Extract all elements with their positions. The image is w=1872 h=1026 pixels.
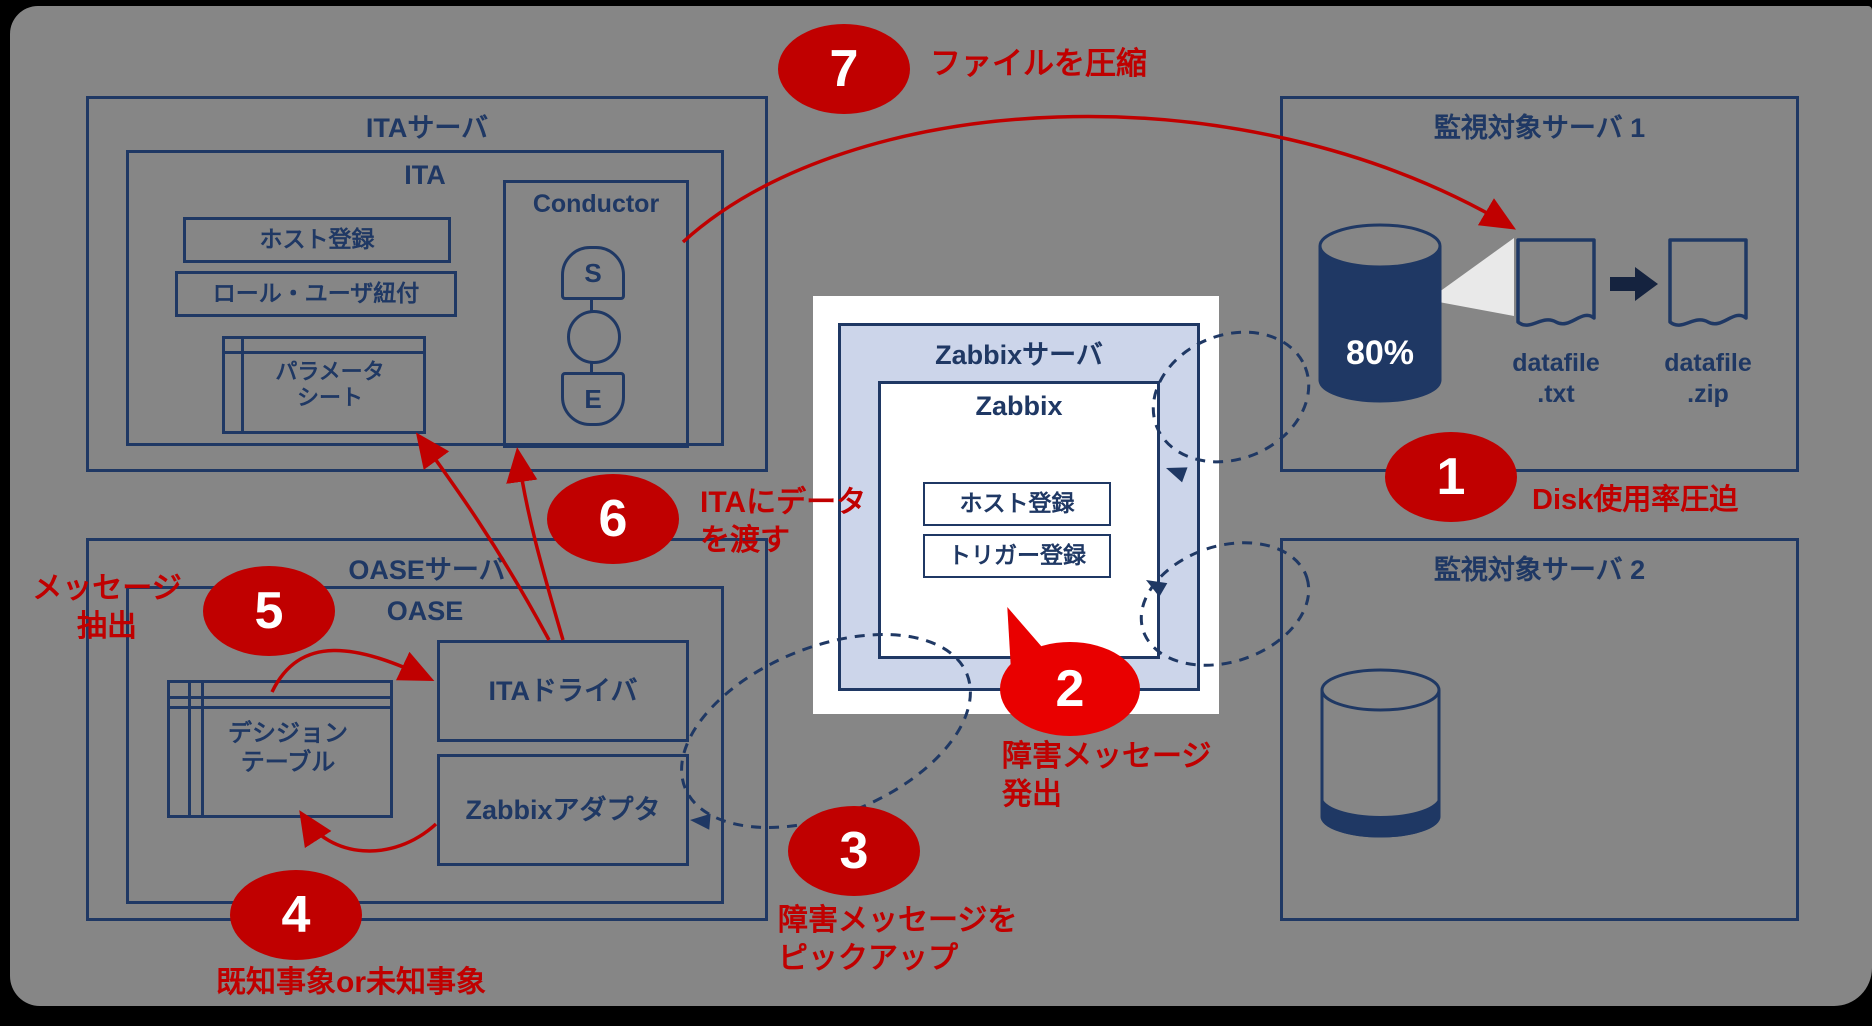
decision-table-header-line1 xyxy=(170,696,390,699)
step-badge-5: 5 xyxy=(203,566,335,656)
zabbix-host-registration-box: ホスト登録 xyxy=(923,482,1111,526)
step-badge-1: 1 xyxy=(1385,432,1517,522)
monitored-server2-title: 監視対象サーバ 2 xyxy=(1433,555,1646,585)
decision-table-header-line2 xyxy=(170,706,390,709)
zabbix-trigger-registration-box: トリガー登録 xyxy=(923,534,1111,578)
right-arrow-icon xyxy=(1608,264,1660,304)
step-5-label: メッセージ抽出 xyxy=(32,572,182,644)
step-2-label: 障害メッセージ発出 xyxy=(1002,740,1212,812)
monitored-server1-title: 監視対象サーバ 1 xyxy=(1433,113,1646,143)
zabbix-trigger-registration-label: トリガー登録 xyxy=(948,542,1086,569)
conductor-start-label: S xyxy=(584,257,602,288)
ita-driver-label: ITAドライバ xyxy=(488,675,638,706)
ita-server-title: ITAサーバ xyxy=(365,113,489,143)
decision-table-label: デシジョン テーブル xyxy=(228,720,348,776)
step-1-number: 1 xyxy=(1436,448,1466,506)
ita-role-user-label: ロール・ユーザ紐付 xyxy=(212,280,420,307)
parameter-sheet-label: パラメータ シート xyxy=(275,358,385,410)
datafile-txt-icon xyxy=(1512,234,1600,342)
datafile-txt-label: datafile .txt xyxy=(1512,349,1600,409)
decision-table-column-line2 xyxy=(201,683,204,815)
conductor-title: Conductor xyxy=(532,190,660,218)
datafile-zip-icon xyxy=(1664,234,1752,342)
step-3-label: 障害メッセージをピックアップ xyxy=(778,904,1018,976)
step-badge-6: 6 xyxy=(547,474,679,564)
step-badge-3: 3 xyxy=(788,806,920,896)
monitored-server2-box: 監視対象サーバ 2 xyxy=(1280,538,1799,921)
step-6-label: ITAにデータを渡す xyxy=(700,486,867,558)
ita-inner-title: ITA xyxy=(404,160,446,190)
callout-tail xyxy=(1426,234,1518,320)
step-badge-2: 2 xyxy=(1000,642,1140,736)
step-2-number: 2 xyxy=(1055,660,1085,718)
conductor-start-node: S xyxy=(561,246,625,300)
conductor-end-label: E xyxy=(584,383,602,414)
disk-usage-value: 80% xyxy=(1345,334,1415,372)
step-badge-7: 7 xyxy=(778,24,910,114)
step-3-number: 3 xyxy=(839,822,869,880)
step-badge-4: 4 xyxy=(230,870,362,960)
db-cylinder-icon xyxy=(1318,668,1443,840)
zabbix-adapter-label: Zabbixアダプタ xyxy=(465,794,661,825)
datafile-zip-label: datafile .zip xyxy=(1664,349,1752,409)
zabbix-server-title: Zabbixサーバ xyxy=(935,340,1103,370)
step-7-number: 7 xyxy=(829,40,859,98)
conductor-process-node xyxy=(567,310,621,364)
step-4-label: 既知事象or未知事象 xyxy=(216,966,486,999)
zabbix-adapter-box: Zabbixアダプタ xyxy=(437,754,689,866)
parameter-sheet-header-line xyxy=(225,351,423,354)
step-4-number: 4 xyxy=(281,886,311,944)
parameter-sheet-column-line xyxy=(241,339,244,431)
ita-role-user-box: ロール・ユーザ紐付 xyxy=(175,271,457,317)
ita-host-registration-box: ホスト登録 xyxy=(183,217,451,263)
zabbix-host-registration-label: ホスト登録 xyxy=(959,490,1075,517)
disk-cylinder-icon xyxy=(1316,222,1444,410)
conductor-end-node: E xyxy=(561,372,625,426)
step-7-label: ファイルを圧縮 xyxy=(930,46,1147,81)
decision-table-column-line1 xyxy=(188,683,191,815)
step-5-number: 5 xyxy=(254,582,284,640)
step-1-label: Disk使用率圧迫 xyxy=(1532,484,1739,516)
parameter-sheet-icon: パラメータ シート xyxy=(222,336,426,434)
ita-driver-box: ITAドライバ xyxy=(437,640,689,742)
ita-host-registration-label: ホスト登録 xyxy=(259,226,375,253)
decision-table-icon: デシジョン テーブル xyxy=(167,680,393,818)
zabbix-inner-title: Zabbix xyxy=(975,391,1063,421)
conductor-box: Conductor xyxy=(503,180,689,448)
step-6-number: 6 xyxy=(598,490,628,548)
